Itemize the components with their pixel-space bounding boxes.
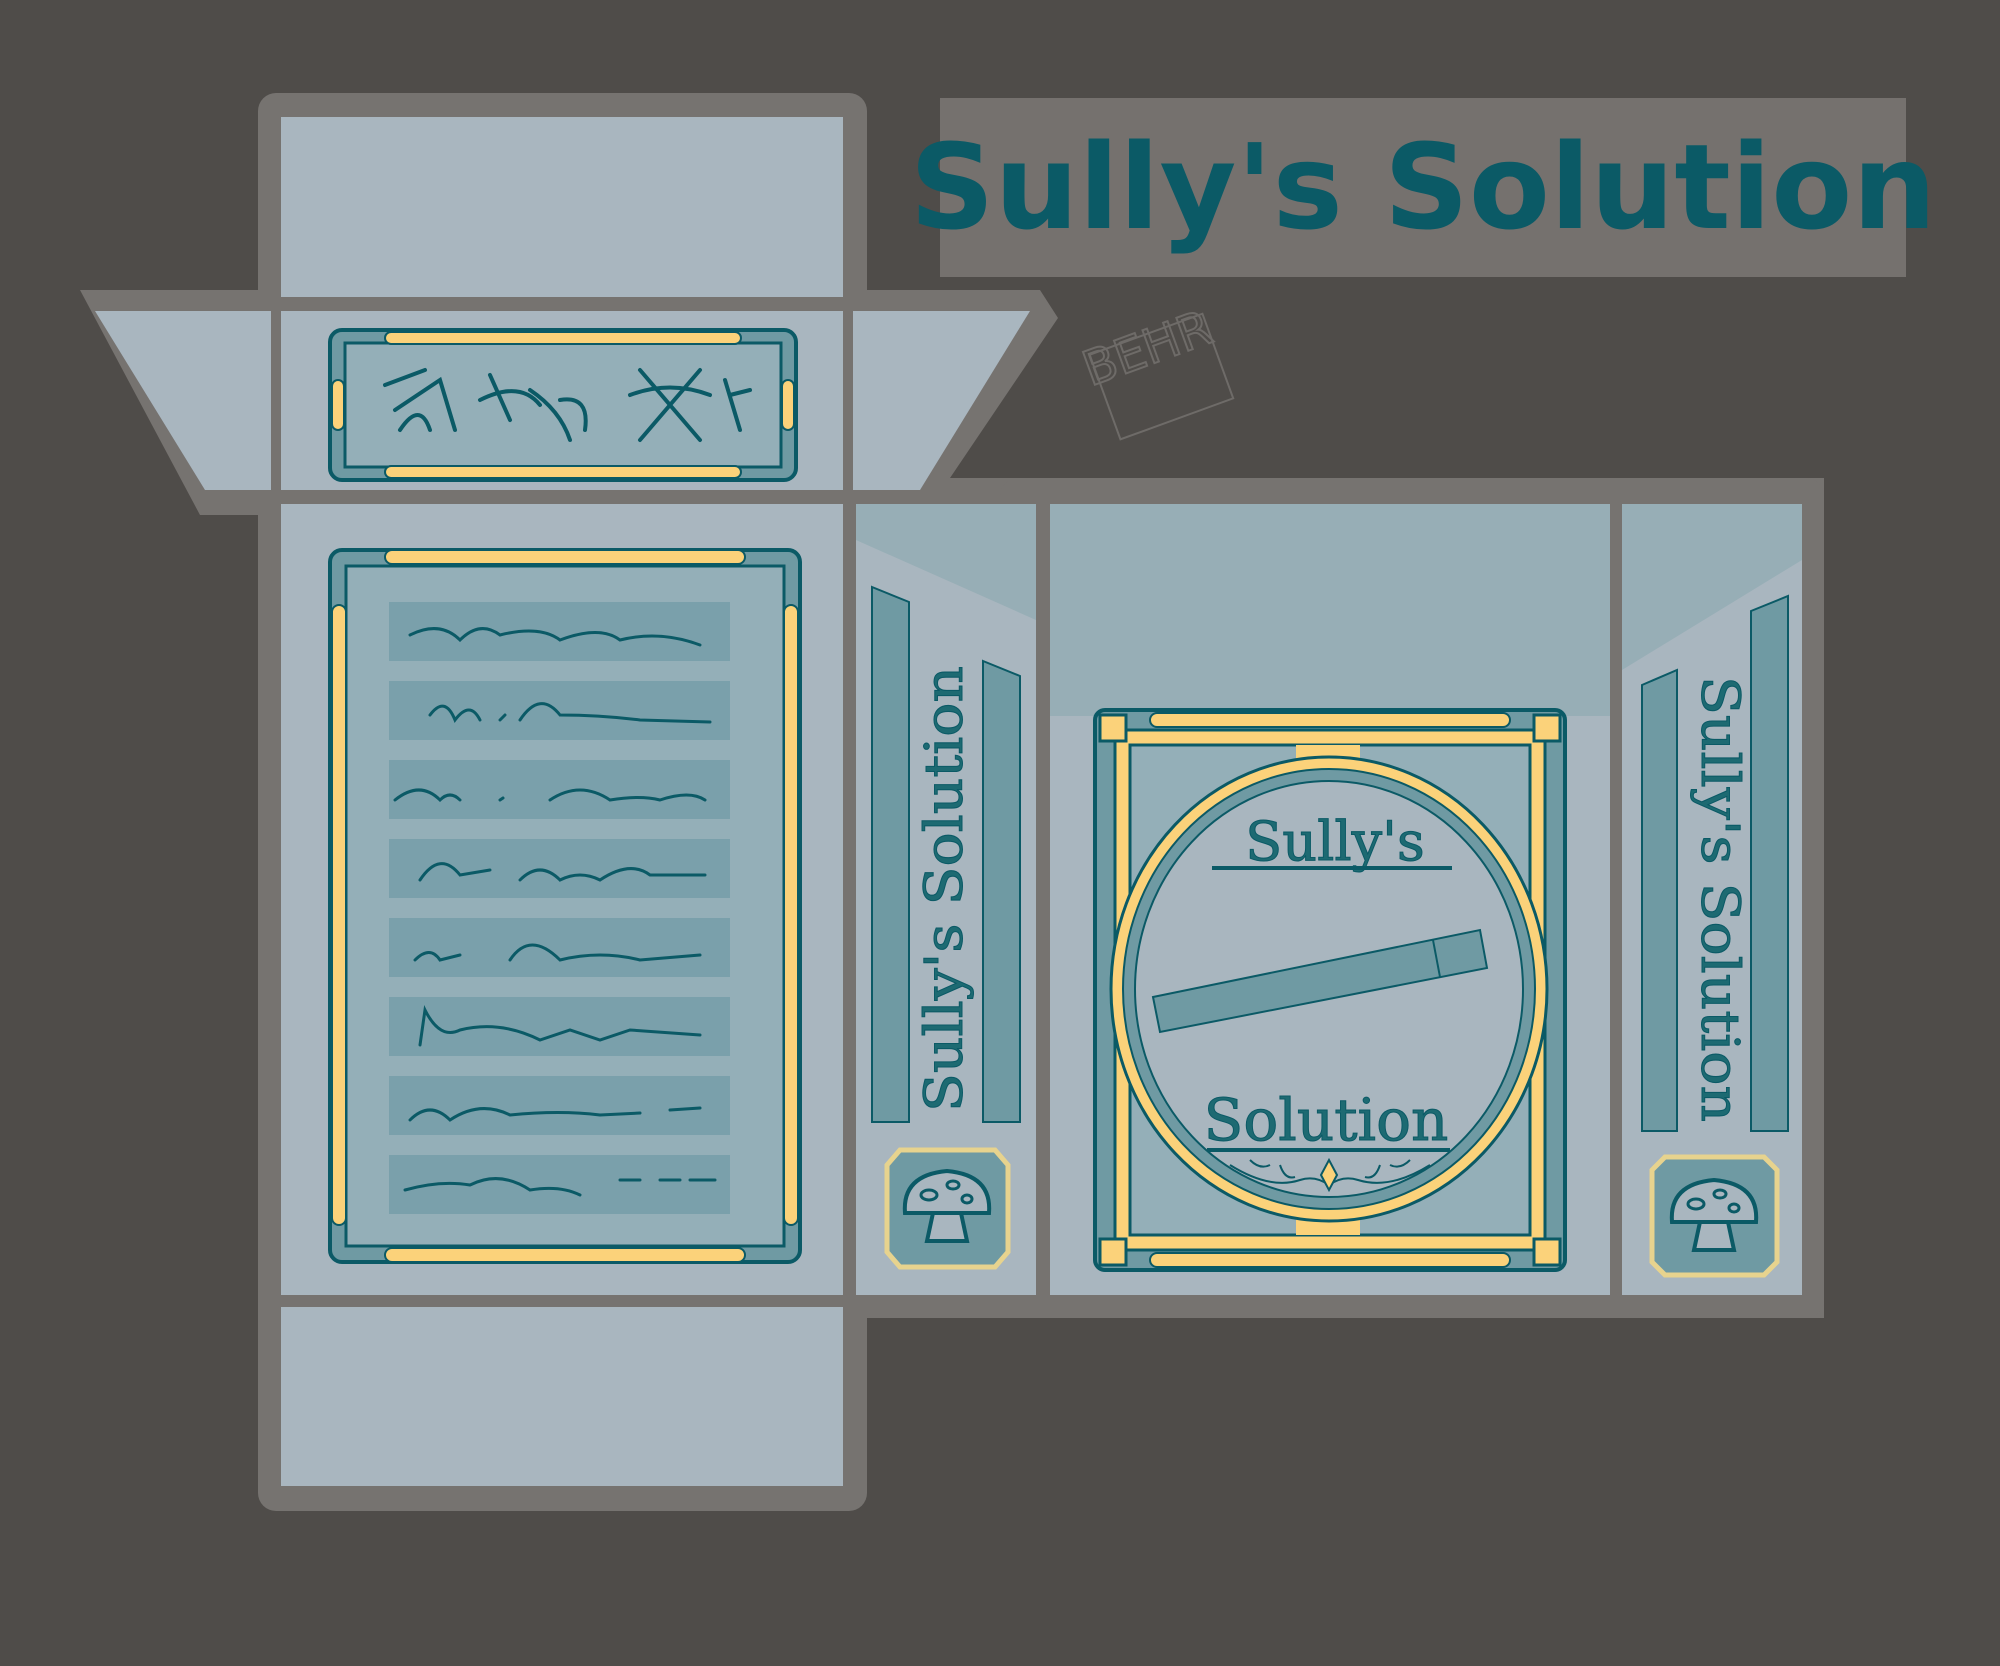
svg-text:BEHR: BEHR — [1075, 300, 1219, 398]
leaf-flourish — [1229, 1157, 1431, 1193]
title-text: Sully's Solution — [910, 118, 1937, 256]
top-flap-panel — [281, 117, 843, 297]
side-bar — [982, 659, 1021, 1123]
info-row — [389, 602, 730, 661]
side-bar — [871, 585, 910, 1123]
right-wing-flap — [853, 311, 1030, 490]
bottom-flap-panel — [281, 1307, 843, 1486]
front-frame: Sully's Solution — [1093, 708, 1567, 1272]
mushroom-badge — [884, 1147, 1011, 1270]
info-row — [389, 681, 730, 740]
info-rows — [389, 602, 730, 1214]
side-right-decor: Sully's Solution — [1641, 594, 1789, 1278]
left-wing-flap — [95, 311, 271, 490]
title-banner — [940, 98, 1906, 277]
front-brand-line2: Solution — [1204, 1086, 1449, 1154]
side-right-brand-text: Sully's Solution — [1689, 676, 1749, 1122]
side-bar — [1750, 594, 1789, 1132]
info-row — [389, 839, 730, 898]
cigarette-icon — [1151, 928, 1489, 1034]
glyph-scribbles — [383, 368, 752, 442]
info-row — [389, 760, 730, 819]
info-row — [389, 997, 730, 1056]
front-top-shade — [1050, 504, 1610, 716]
side-bar — [1641, 668, 1678, 1132]
info-row — [389, 918, 730, 977]
back-panel-frame — [328, 548, 802, 1264]
side-left-shade — [856, 504, 1036, 620]
side-left-brand-text: Sully's Solution — [915, 666, 975, 1112]
mushroom-badge — [1649, 1154, 1780, 1278]
front-brand-line1: Sully's — [1245, 810, 1424, 873]
info-row — [389, 1076, 730, 1135]
side-left-decor: Sully's Solution — [871, 585, 1021, 1270]
watermark-signature: BEHR — [1074, 299, 1235, 441]
side-right-shade — [1622, 504, 1802, 670]
scribble-text — [393, 627, 717, 1197]
top-end-frame — [328, 328, 798, 482]
